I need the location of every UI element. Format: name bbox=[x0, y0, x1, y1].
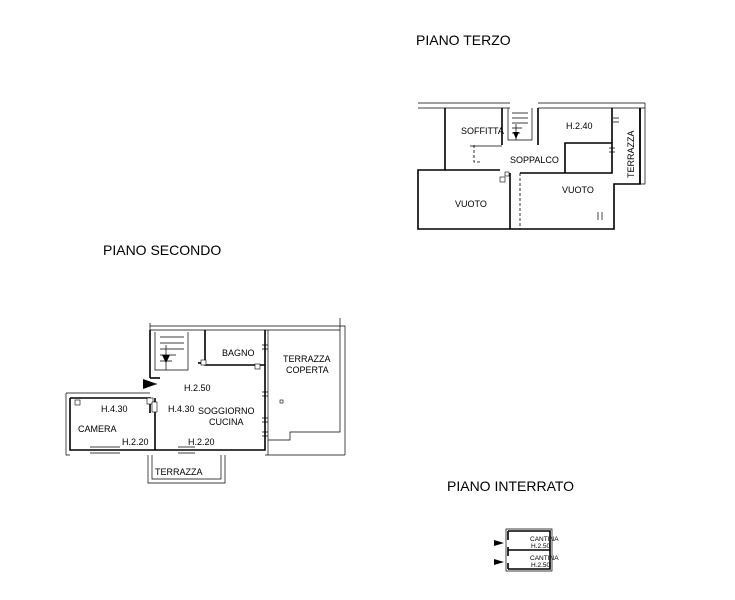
column bbox=[279, 399, 284, 404]
stair-terzo bbox=[507, 108, 533, 141]
window-marks bbox=[262, 344, 268, 437]
room-soppalco: SOPPALCO bbox=[510, 155, 559, 165]
height-h250: H.2.50 bbox=[184, 383, 211, 393]
height-h220-a: H.2.20 bbox=[122, 437, 149, 447]
roof-edge bbox=[149, 318, 341, 350]
stair-arrow bbox=[162, 355, 170, 363]
cantina-outline bbox=[505, 528, 553, 572]
column bbox=[504, 171, 510, 177]
title-piano-terzo: PIANO TERZO bbox=[416, 32, 511, 48]
stair-arrow bbox=[513, 132, 519, 139]
entrance-arrow-icon bbox=[494, 559, 504, 565]
stair-lines bbox=[507, 108, 533, 141]
height-h240: H.2.40 bbox=[566, 121, 593, 131]
window-mark bbox=[613, 117, 619, 123]
entrance-arrow-icon bbox=[494, 540, 504, 546]
room-cantina-1: CANTINA bbox=[530, 536, 559, 543]
column bbox=[200, 359, 207, 366]
wall-segment bbox=[69, 330, 266, 451]
plan-piano-interrato: CANTINA H.2.50 CANTINA H.2.50 bbox=[494, 528, 559, 572]
room-vuoto-left: VUOTO bbox=[455, 199, 487, 209]
terrazza-balcony bbox=[147, 455, 226, 484]
room-vuoto-right: VUOTO bbox=[562, 185, 594, 195]
wall-segment bbox=[520, 142, 613, 174]
stair-lines bbox=[154, 332, 189, 371]
stair-secondo bbox=[154, 332, 189, 371]
soppalco-dashed-outline bbox=[473, 145, 482, 163]
wall-segment bbox=[65, 392, 150, 456]
window-mark bbox=[609, 147, 615, 153]
room-camera: CAMERA bbox=[78, 424, 117, 434]
outer-wall bbox=[417, 108, 641, 230]
height-h430-b: H.4.30 bbox=[168, 404, 195, 414]
plan-piano-secondo: BAGNO TERRAZZA COPERTA H.2.50 H.4.30 H.4… bbox=[65, 318, 346, 484]
title-piano-interrato: PIANO INTERRATO bbox=[447, 478, 574, 494]
wall-segment bbox=[340, 325, 346, 455]
room-terrazza-terzo: TERRAZZA bbox=[626, 130, 636, 178]
wall-segment bbox=[640, 103, 646, 185]
room-bagno: BAGNO bbox=[222, 348, 255, 358]
window-marks-bottom bbox=[90, 446, 195, 454]
column bbox=[151, 401, 158, 413]
height-h250-2: H.2.50 bbox=[531, 562, 551, 569]
column bbox=[499, 176, 506, 183]
height-h220-b: H.2.20 bbox=[188, 437, 215, 447]
room-soffitta: SOFFITTA bbox=[461, 126, 504, 136]
roof-edge bbox=[418, 102, 645, 109]
window-mark bbox=[597, 212, 603, 220]
height-h250-1: H.2.50 bbox=[531, 543, 551, 550]
title-piano-secondo: PIANO SECONDO bbox=[103, 242, 221, 258]
terrazza-coperta-outline bbox=[267, 330, 341, 455]
room-terrazza-coperta-1: TERRAZZA bbox=[283, 354, 331, 364]
room-cantina-2: CANTINA bbox=[530, 555, 559, 562]
column bbox=[254, 363, 261, 370]
room-soggiorno: SOGGIORNO bbox=[198, 406, 255, 416]
plan-piano-terzo: SOFFITTA H.2.40 SOPPALCO VUOTO VUOTO TER… bbox=[417, 102, 646, 230]
room-terrazza-secondo: TERRAZZA bbox=[155, 467, 203, 477]
column bbox=[74, 399, 81, 406]
column bbox=[146, 397, 154, 405]
height-h430-a: H.4.30 bbox=[101, 404, 128, 414]
room-terrazza-coperta-2: COPERTA bbox=[286, 365, 329, 375]
room-cucina: CUCINA bbox=[209, 417, 244, 427]
